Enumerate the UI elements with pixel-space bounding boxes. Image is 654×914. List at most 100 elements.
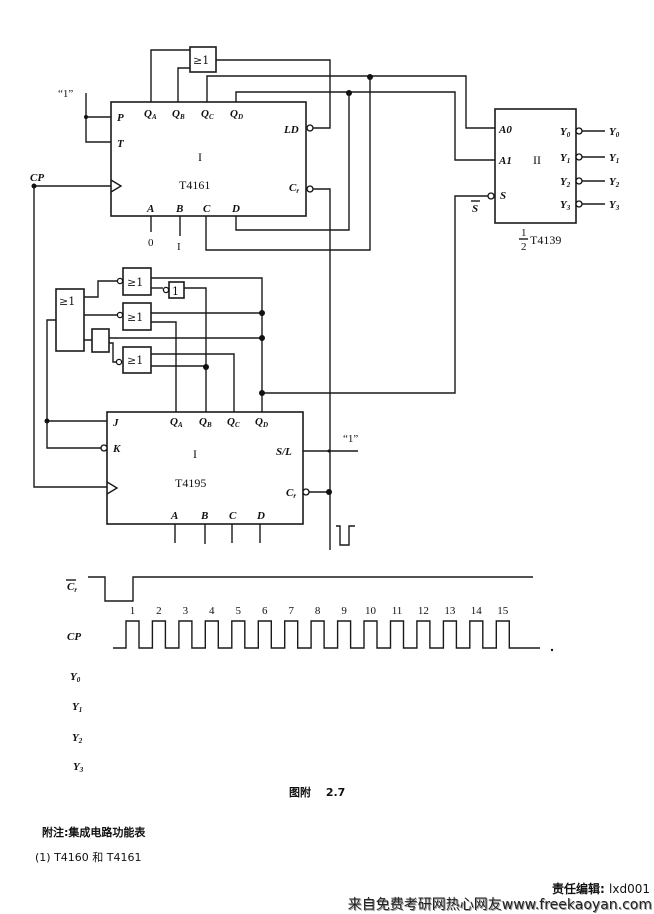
signal-y3-label: Y3 (73, 761, 84, 774)
pin-a0-label: A0 (498, 124, 512, 136)
inversion-bubble (115, 358, 123, 366)
junction-dot (326, 489, 332, 495)
pin-c-label: C (203, 203, 211, 215)
clock-triangle-icon (110, 179, 123, 193)
cr-inversion-bubble (306, 185, 314, 193)
pulse-number: 3 (183, 605, 189, 617)
pulse-number: 1 (130, 605, 136, 617)
signal-y2-label: Y2 (72, 732, 83, 745)
pulse-number: 14 (471, 605, 483, 617)
output-y3-label: Y3 (609, 199, 620, 212)
t4139-name: T4139 (530, 233, 561, 247)
pin-c-label: C (229, 510, 237, 522)
not-gate-label: 1 (172, 285, 179, 298)
or-gate-label: ≥1 (127, 276, 143, 289)
wire-to-qd (151, 277, 263, 412)
input-b-value: I (177, 241, 181, 253)
or-gate-label: ≥1 (193, 54, 209, 67)
inversion-bubble (116, 311, 124, 319)
pin-qb-label: QB (199, 416, 212, 429)
fraction-numerator: 1 (521, 227, 527, 239)
pulse-number: 6 (262, 605, 268, 617)
pin-qc-label: QC (201, 108, 214, 121)
pin-k-label: K (112, 443, 121, 455)
output-y2-label: Y2 (609, 176, 620, 189)
or-gate-label: ≥1 (59, 295, 75, 308)
s-bar-label: S (472, 203, 478, 215)
pulse-number: 7 (288, 605, 294, 617)
pin-d-label: D (231, 203, 240, 215)
wire-to-qc (151, 353, 235, 412)
pulse-number: 10 (365, 605, 377, 617)
pin-y3-label: Y3 (560, 199, 571, 212)
junction-dot (44, 418, 50, 424)
d-feedback-wire (235, 93, 350, 231)
cr-waveform (88, 576, 533, 602)
pin-qa-label: QA (144, 108, 157, 121)
const-one-label: “1” (58, 88, 73, 100)
pulse-number: 12 (418, 605, 429, 617)
pin-y2-label: Y2 (560, 176, 571, 189)
wire (84, 280, 117, 298)
reset-pulse-icon (336, 525, 355, 546)
input-a-value: 0 (148, 237, 154, 249)
pin-qc-label: QC (227, 416, 240, 429)
pin-qb-label: QB (172, 108, 185, 121)
t4161-body (110, 101, 307, 217)
or-gate-label: ≥1 (127, 311, 143, 324)
pulse-number: 11 (392, 605, 403, 617)
pt-wire (85, 93, 111, 143)
pin-j-label: J (112, 417, 119, 429)
signal-cr-label: Cr (67, 581, 77, 594)
qd-to-s-wire (262, 195, 488, 394)
note-item: (1) T4160 和 T4161 (35, 851, 142, 864)
pin-a1-label: A1 (498, 155, 512, 167)
pin-ld-label: LD (283, 124, 299, 136)
t4195-body (106, 411, 304, 525)
output-inversion-bubble (575, 153, 583, 161)
pin-t-label: T (117, 138, 125, 150)
pin-a-label: A (146, 203, 154, 215)
t4139-body (494, 108, 577, 224)
inversion-bubble (116, 277, 124, 285)
signal-cp-label: CP (67, 631, 81, 643)
chip-t4161: P T QA QB QC QD LD Cr A B C D I T4161 (110, 101, 314, 217)
t4139-index: II (533, 153, 541, 167)
junction-dot (259, 390, 265, 396)
cp-wire (33, 185, 111, 488)
s-inversion-bubble (487, 192, 495, 200)
editor-credit: 责任编辑: lxd001 (552, 880, 650, 897)
pin-cr-label: Cr (286, 487, 296, 500)
figure-caption: 图附 2.7 (289, 785, 345, 799)
nor-gate-2 (122, 302, 152, 331)
wire (84, 339, 116, 363)
pulse-number: 5 (236, 605, 242, 617)
pulse-number: 13 (444, 605, 456, 617)
qc-to-a0-wire (206, 75, 495, 129)
wire-to-qb (184, 287, 207, 412)
abcd-input-wires (174, 524, 261, 544)
output-inversion-bubble (575, 200, 583, 208)
pin-qd-label: QD (255, 416, 268, 429)
pulse-number: 15 (497, 605, 509, 617)
junction-dot (259, 335, 265, 341)
chip-t4195: J K QA QB QC QD S/L Cr I T4195 A B C D (100, 411, 310, 544)
pulse-number: 8 (315, 605, 321, 617)
jk-wire (46, 319, 107, 449)
pin-b-label: B (175, 203, 183, 215)
nor-gate-3 (122, 346, 152, 374)
cr-common-wire (313, 188, 331, 550)
pin-p-label: P (117, 112, 124, 124)
qa-qb-to-or-wire (150, 49, 190, 102)
ld-inversion-bubble (306, 124, 314, 132)
junction-dot (259, 310, 265, 316)
c-feedback-wire (205, 77, 371, 251)
k-inversion-bubble (100, 444, 108, 452)
inversion-bubble (162, 286, 170, 294)
t4161-index: I (198, 150, 202, 164)
cp-pulse-train (113, 620, 540, 649)
pin-d-label: D (256, 510, 265, 522)
